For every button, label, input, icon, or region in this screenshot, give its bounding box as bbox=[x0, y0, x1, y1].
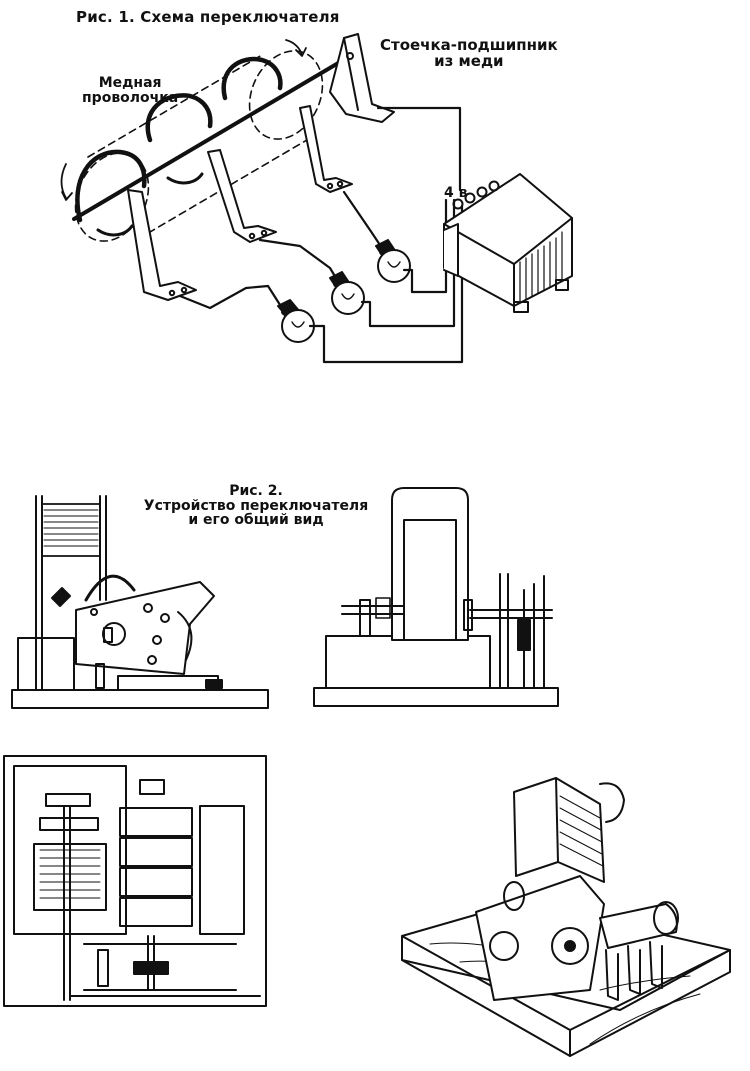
wiring bbox=[178, 106, 464, 364]
fig2-left-view bbox=[11, 495, 269, 709]
fig1-schematic bbox=[60, 33, 573, 364]
figure2-title: Рис. 2. Устройство переключателя и его о… bbox=[136, 484, 376, 528]
battery bbox=[443, 173, 573, 313]
figure1-title: Рис. 1. Схема переключателя bbox=[76, 8, 340, 26]
side-plate bbox=[75, 581, 215, 675]
contact-brushes bbox=[127, 105, 353, 301]
battery-terminals bbox=[452, 180, 500, 210]
lamp-bulbs bbox=[277, 239, 411, 343]
contact-rods bbox=[499, 573, 545, 689]
coil-iso bbox=[513, 777, 559, 877]
coil-top-view bbox=[391, 487, 469, 641]
contact-block-1 bbox=[119, 807, 193, 837]
bearing-stand-label-line2: из меди bbox=[434, 51, 504, 70]
drum-iso bbox=[599, 903, 678, 949]
figure2-title-line2: Устройство переключателя bbox=[143, 497, 369, 514]
wheel-iso bbox=[551, 927, 589, 965]
knob bbox=[51, 587, 71, 607]
lamp-bulb-3 bbox=[375, 239, 411, 283]
copper-wire-bands bbox=[75, 56, 283, 237]
figure2-title-line1: Рис. 2. bbox=[229, 483, 283, 499]
lamp-bulb-2 bbox=[329, 271, 365, 315]
coil-winding-left bbox=[43, 509, 99, 547]
rotation-arrow-right bbox=[285, 39, 303, 56]
copper-wire-label-line2: проволочка bbox=[82, 89, 179, 106]
side-plate-iso bbox=[475, 875, 605, 1001]
lamp-bulb-1 bbox=[277, 299, 315, 343]
copper-wire-label: Медная проволочка bbox=[82, 76, 178, 105]
bearing-stand-label: Стоечка-подшипник из меди bbox=[380, 36, 558, 70]
figure2-title-line3: и его общий вид bbox=[188, 512, 324, 529]
voltage-label: 4 в bbox=[444, 185, 468, 201]
copper-wire-label-line1: Медная bbox=[98, 75, 162, 91]
bearing-stand-label-line1: Стоечка-подшипник bbox=[380, 36, 558, 54]
gear-wheel bbox=[84, 574, 136, 602]
fig2-right-view bbox=[313, 487, 559, 707]
fig2-plan-view bbox=[3, 755, 267, 1007]
fig2-isometric-view bbox=[401, 777, 731, 1057]
